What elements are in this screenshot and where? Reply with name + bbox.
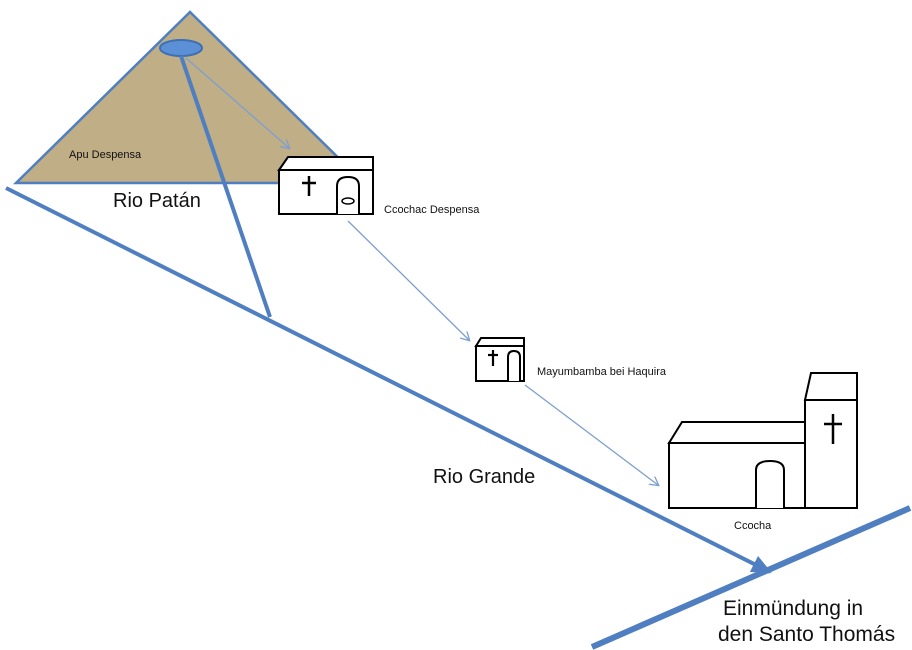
path-arrow-ccochac-to-mayumbamba [347, 220, 469, 340]
rio-grande-river [5, 186, 772, 574]
label-rio-patan: Rio Patán [113, 190, 201, 212]
mountain-apu-despensa [12, 10, 368, 185]
path-arrow-lake-to-ccochac [185, 57, 289, 148]
summit-lake [159, 39, 203, 57]
label-ccochac-despensa: Ccochac Despensa [384, 204, 480, 216]
door-icon [336, 175, 360, 214]
cross-icon [824, 414, 842, 444]
cross-icon [488, 350, 498, 366]
label-ccocha: Ccocha [734, 520, 772, 532]
door-icon [755, 459, 785, 508]
label-apu-despensa: Apu Despensa [69, 149, 142, 161]
path-arrow-mayumbamba-to-ccocha [524, 384, 658, 485]
santo-thomas-river [590, 505, 912, 650]
cross-icon [302, 176, 316, 196]
rio-patan-river [179, 55, 272, 318]
label-confluence-line-2: den Santo Thomás [718, 623, 896, 646]
door-icon [507, 349, 521, 381]
label-rio-grande: Rio Grande [433, 466, 536, 488]
chapel-ccochac-despensa [277, 156, 374, 215]
label-mayumbamba: Mayumbamba bei Haquira [537, 366, 667, 378]
church-ccocha [667, 372, 858, 509]
chapel-mayumbamba [474, 337, 525, 382]
label-confluence-line-1: Einmündung in [723, 597, 864, 620]
